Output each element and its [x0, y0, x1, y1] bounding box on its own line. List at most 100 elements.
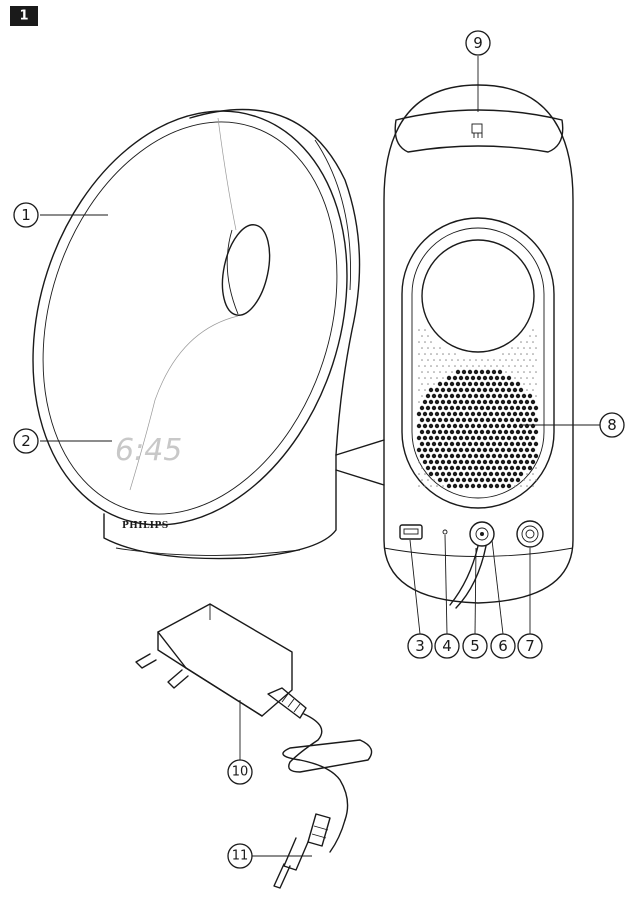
usb-port — [399, 524, 423, 540]
grille-dot — [446, 423, 452, 429]
grille-dot — [449, 417, 455, 423]
callout-leaders — [40, 56, 600, 857]
grille-dot — [428, 399, 434, 405]
grille-dot — [512, 471, 518, 477]
grille-dot — [446, 435, 452, 441]
grille-dot — [422, 399, 428, 405]
grille-dot — [442, 353, 444, 355]
grille-dot — [433, 371, 435, 373]
grille-dot — [452, 483, 458, 489]
grille-dot — [439, 359, 441, 361]
grille-dot — [496, 365, 498, 367]
grille-dot — [521, 453, 527, 459]
grille-dot — [491, 393, 497, 399]
grille-dot — [458, 399, 464, 405]
grille-dot — [481, 359, 483, 361]
grille-dot — [482, 411, 488, 417]
grille-dot — [428, 387, 434, 393]
grille-dot — [476, 435, 482, 441]
grille-dot — [464, 435, 470, 441]
grille-dot — [473, 453, 479, 459]
grille-dot — [515, 477, 521, 483]
grille-dot — [532, 377, 534, 379]
grille-dot — [535, 335, 537, 337]
grille-dot — [512, 435, 518, 441]
grille-dot — [448, 353, 450, 355]
grille-dot — [533, 417, 539, 423]
grille-dot — [419, 441, 425, 447]
grille-dot — [514, 377, 516, 379]
grille-dot — [506, 423, 512, 429]
grille-dot — [443, 453, 449, 459]
grille-dot — [530, 399, 536, 405]
grille-dot — [535, 479, 537, 481]
callout-7: 7 — [517, 633, 543, 659]
grille-dot — [488, 399, 494, 405]
grille-dot — [464, 471, 470, 477]
grille-dot — [418, 461, 420, 463]
grille-dot — [521, 465, 527, 471]
grille-dot — [515, 381, 521, 387]
touch-panel-icon — [471, 123, 483, 138]
grille-dot — [518, 435, 524, 441]
grille-dot — [437, 465, 443, 471]
grille-dot — [418, 377, 420, 379]
grille-dot — [479, 453, 485, 459]
grille-dot — [424, 341, 426, 343]
grille-dot — [500, 399, 506, 405]
grille-dot — [529, 347, 531, 349]
grille-dot — [430, 353, 432, 355]
grille-dot — [430, 377, 432, 379]
grille-dot — [470, 459, 476, 465]
grille-dot — [458, 423, 464, 429]
grille-dot — [443, 477, 449, 483]
grille-dot — [503, 405, 509, 411]
grille-dot — [436, 365, 438, 367]
grille-dot — [535, 395, 537, 397]
grille-dot — [508, 365, 510, 367]
grille-dot — [517, 347, 519, 349]
grille-dot — [425, 393, 431, 399]
grille-dot — [515, 441, 521, 447]
grille-dot — [509, 405, 515, 411]
grille-dot — [464, 375, 470, 381]
grille-dot — [424, 389, 426, 391]
grille-dot — [446, 483, 452, 489]
grille-dot — [532, 389, 534, 391]
grille-dot — [535, 467, 537, 469]
grille-dot — [494, 399, 500, 405]
grille-dot — [494, 483, 500, 489]
grille-dot — [488, 411, 494, 417]
grille-dot — [500, 435, 506, 441]
grille-dot — [461, 441, 467, 447]
callout-1: 1 — [13, 202, 39, 228]
grille-dot — [494, 411, 500, 417]
grille-dot — [497, 453, 503, 459]
grille-dot — [434, 459, 440, 465]
grille-dot — [421, 467, 423, 469]
grille-dot — [518, 447, 524, 453]
grille-dot — [437, 405, 443, 411]
grille-dot — [428, 411, 434, 417]
grille-dot — [485, 441, 491, 447]
grille-dot — [449, 393, 455, 399]
grille-dot — [527, 417, 533, 423]
grille-dot — [434, 423, 440, 429]
grille-dot — [485, 417, 491, 423]
grille-dot — [464, 483, 470, 489]
grille-dot — [503, 393, 509, 399]
grille-dot — [440, 411, 446, 417]
grille-dot — [461, 453, 467, 459]
grille-dot — [521, 405, 527, 411]
grille-dot — [442, 377, 444, 379]
grille-dot — [488, 387, 494, 393]
grille-dot — [425, 429, 431, 435]
grille-dot — [455, 453, 461, 459]
grille-dot — [484, 365, 486, 367]
grille-dot — [467, 453, 473, 459]
grille-dot — [476, 471, 482, 477]
grille-dot — [527, 465, 533, 471]
grille-dot — [428, 423, 434, 429]
grille-dot — [455, 441, 461, 447]
